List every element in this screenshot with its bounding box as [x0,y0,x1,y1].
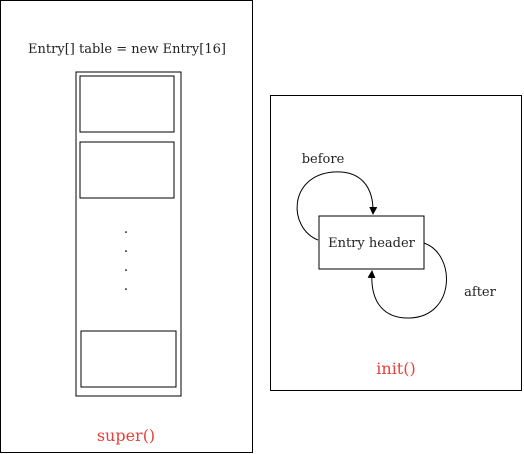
table-array-outline [75,71,182,397]
ellipsis-dot: . [124,240,128,256]
ellipsis-dot: . [124,259,128,275]
after-label: after [464,285,496,300]
init-method-label: init() [376,359,415,378]
entry-header-node [318,215,425,270]
table-declaration: Entry[] table = new Entry[16] [28,42,226,57]
ellipsis-dot: . [124,278,128,294]
ellipsis: . . . . [124,221,128,294]
super-method-label: super() [97,426,155,445]
table-slot-0 [79,75,175,133]
before-label: before [302,152,345,167]
super-panel-frame [0,0,253,453]
entry-header-label: Entry header [328,236,416,251]
ellipsis-dot: . [124,221,128,237]
init-panel: before Entry header after init() [270,95,522,391]
super-panel: Entry[] table = new Entry[16] . . . . su… [0,0,253,453]
before-arrow [296,171,378,241]
init-panel-frame [270,95,522,391]
table-slot-1 [79,141,175,199]
table-slot-last [80,330,177,388]
after-arrow [367,242,447,319]
